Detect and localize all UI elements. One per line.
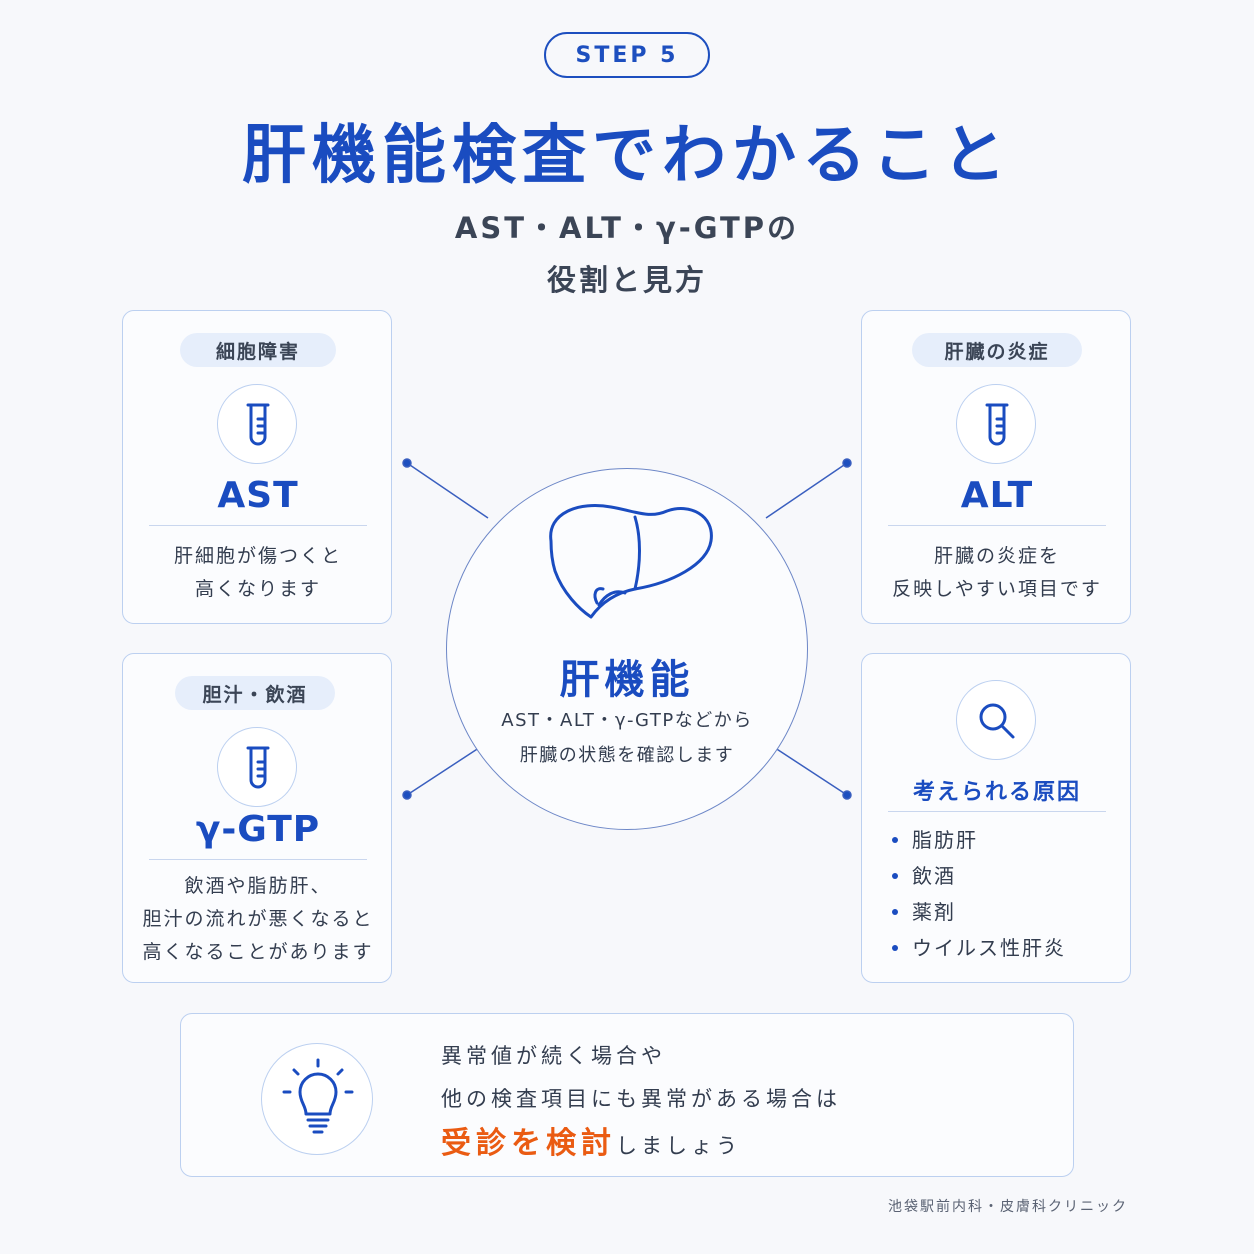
hub-desc-line-2: 肝臓の状態を確認します <box>519 745 735 766</box>
connector-alt <box>765 462 848 519</box>
page-title: 肝機能検査でわかること <box>242 119 1012 193</box>
causes-divider <box>888 811 1106 812</box>
connector-causes <box>765 741 848 796</box>
step-badge: STEP 5 <box>544 32 710 78</box>
lightbulb-icon-circle <box>261 1043 373 1155</box>
alt-heading: ALT <box>960 475 1034 516</box>
cause-item-label: 薬剤 <box>912 900 956 924</box>
alt-desc-line-1: 肝臓の炎症を <box>933 545 1060 567</box>
ast-divider <box>149 525 367 526</box>
connector-ast <box>406 462 489 519</box>
causes-card: 考えられる原因 脂肪肝 飲酒 薬剤 ウイルス性肝炎 <box>861 653 1131 983</box>
ast-heading: AST <box>217 475 299 516</box>
cause-item-label: ウイルス性肝炎 <box>912 936 1066 960</box>
causes-heading: 考えられる原因 <box>912 780 1081 805</box>
cause-item-label: 飲酒 <box>912 864 956 888</box>
connector-dot-ggtp <box>402 790 412 800</box>
cause-item: 飲酒 <box>892 858 1066 894</box>
bullet-icon <box>892 909 898 915</box>
lightbulb-icon <box>282 1058 354 1134</box>
ast-tag: 細胞障害 <box>180 333 336 367</box>
hub-desc-line-1: AST・ALT・γ-GTPなどから <box>501 710 753 731</box>
subtitle-line-1: AST・ALT・γ-GTPの <box>454 211 800 245</box>
notice-line-1: 異常値が続く場合や <box>441 1044 666 1068</box>
ggtp-heading: γ-GTP <box>195 809 321 850</box>
ggtp-divider <box>149 859 367 860</box>
liver-function-hub: 肝機能 AST・ALT・γ-GTPなどから 肝臓の状態を確認します <box>446 468 808 830</box>
cause-item: 脂肪肝 <box>892 822 1066 858</box>
alt-icon-circle <box>956 384 1036 464</box>
connector-dot-ast <box>402 458 412 468</box>
ggtp-desc-line-2: 胆汁の流れが悪くなると <box>142 908 374 930</box>
ast-icon-circle <box>217 384 297 464</box>
liver-icon <box>549 504 713 619</box>
connector-dot-alt <box>842 458 852 468</box>
causes-icon-circle <box>956 680 1036 760</box>
connector-dot-causes <box>842 790 852 800</box>
notice-emphasis: 受診を検討 <box>441 1126 616 1161</box>
consultation-notice: 異常値が続く場合や 他の検査項目にも異常がある場合は 受診を検討しましょう <box>180 1013 1074 1177</box>
ggtp-desc-line-3: 高くなることがあります <box>142 941 374 963</box>
causes-list: 脂肪肝 飲酒 薬剤 ウイルス性肝炎 <box>892 822 1066 966</box>
search-icon <box>979 703 1015 739</box>
ast-card: 細胞障害 AST 肝細胞が傷つくと 高くなります <box>122 310 392 624</box>
notice-line-2: 他の検査項目にも異常がある場合は <box>441 1087 841 1111</box>
hub-title: 肝機能 <box>559 657 695 703</box>
cause-item: ウイルス性肝炎 <box>892 930 1066 966</box>
ggtp-desc-line-1: 飲酒や脂肪肝、 <box>184 875 332 897</box>
ggtp-card: 胆汁・飲酒 γ-GTP 飲酒や脂肪肝、 胆汁の流れが悪くなると 高くなることがあ… <box>122 653 392 983</box>
alt-divider <box>888 525 1106 526</box>
ast-desc-line-1: 肝細胞が傷つくと <box>173 545 342 567</box>
ggtp-icon-circle <box>217 727 297 807</box>
clinic-credit: 池袋駅前内科・皮膚科クリニック <box>888 1199 1128 1215</box>
test-tube-icon <box>985 403 1009 446</box>
test-tube-icon <box>246 403 270 446</box>
ast-desc-line-2: 高くなります <box>194 578 321 600</box>
ggtp-tag: 胆汁・飲酒 <box>175 676 335 710</box>
alt-card: 肝臓の炎症 ALT 肝臓の炎症を 反映しやすい項目です <box>861 310 1131 624</box>
bullet-icon <box>892 837 898 843</box>
connector-ggtp <box>406 741 489 796</box>
cause-item-label: 脂肪肝 <box>912 828 978 852</box>
notice-tail: しましょう <box>616 1134 741 1158</box>
bullet-icon <box>892 873 898 879</box>
subtitle-line-2: 役割と見方 <box>546 263 707 297</box>
test-tube-icon <box>246 746 270 789</box>
alt-desc-line-2: 反映しやすい項目です <box>892 578 1102 600</box>
cause-item: 薬剤 <box>892 894 1066 930</box>
alt-tag: 肝臓の炎症 <box>912 333 1082 367</box>
notice-line-3: 受診を検討しましょう <box>441 1118 741 1162</box>
bullet-icon <box>892 945 898 951</box>
